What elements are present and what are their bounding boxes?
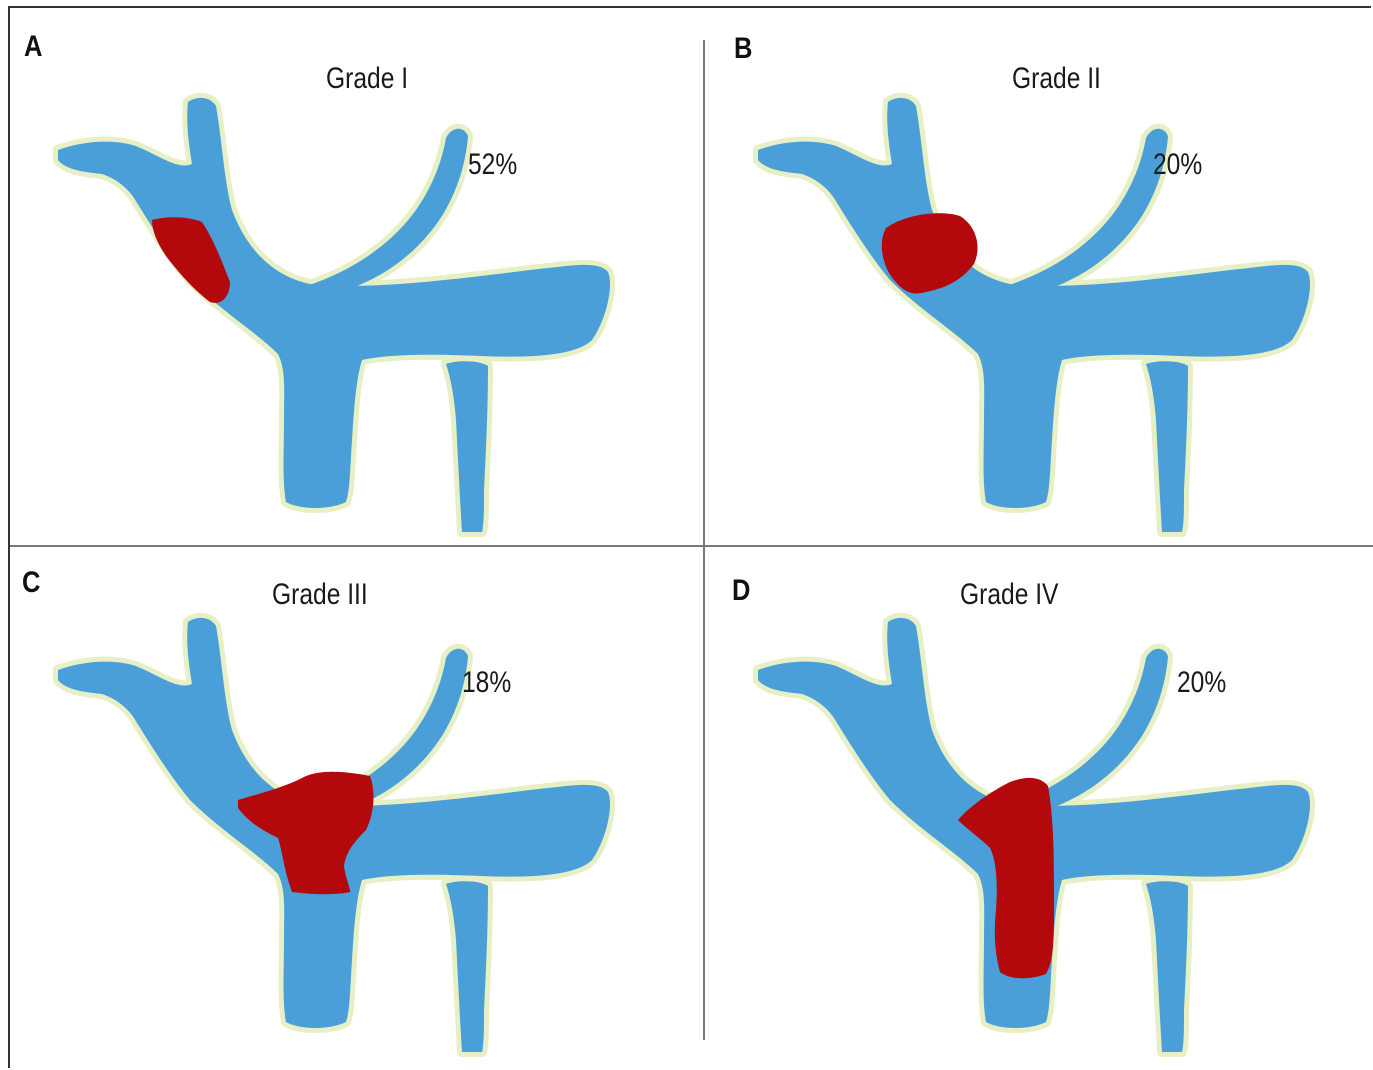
right-posterior-duct — [306, 129, 468, 292]
grade-label: Grade III — [272, 578, 368, 612]
biliary-tree — [758, 98, 1310, 532]
panel-letter: C — [22, 566, 40, 600]
panel-letter: A — [24, 30, 42, 64]
pancreatic-duct — [446, 361, 488, 532]
panel-c: C Grade III 18% — [10, 530, 700, 1070]
pancreatic-duct — [1146, 881, 1188, 1052]
panel-a: A Grade I 52% — [10, 10, 700, 550]
pancreatic-duct — [1146, 361, 1188, 532]
panel-b: B Grade II 20% — [710, 10, 1373, 550]
grade-label: Grade I — [326, 62, 408, 96]
percent-label: 52% — [468, 148, 517, 182]
vertical-divider — [703, 40, 705, 1040]
biliary-tree — [758, 618, 1310, 1052]
panel-letter: B — [734, 32, 752, 66]
left-hepatic-duct — [758, 98, 1310, 508]
grade-label: Grade II — [1012, 62, 1101, 96]
percent-label: 20% — [1177, 666, 1226, 700]
percent-label: 18% — [462, 666, 511, 700]
panel-letter: D — [732, 574, 750, 608]
left-hepatic-duct — [58, 98, 610, 508]
pancreatic-duct — [446, 881, 488, 1052]
percent-label: 20% — [1153, 148, 1202, 182]
grade-label: Grade IV — [960, 578, 1058, 612]
biliary-tree — [58, 618, 610, 1052]
biliary-tree — [58, 98, 610, 532]
tumor-lesion-common-duct — [958, 778, 1054, 978]
right-posterior-duct — [1006, 129, 1168, 292]
panel-d: D Grade IV 20% — [710, 530, 1373, 1070]
